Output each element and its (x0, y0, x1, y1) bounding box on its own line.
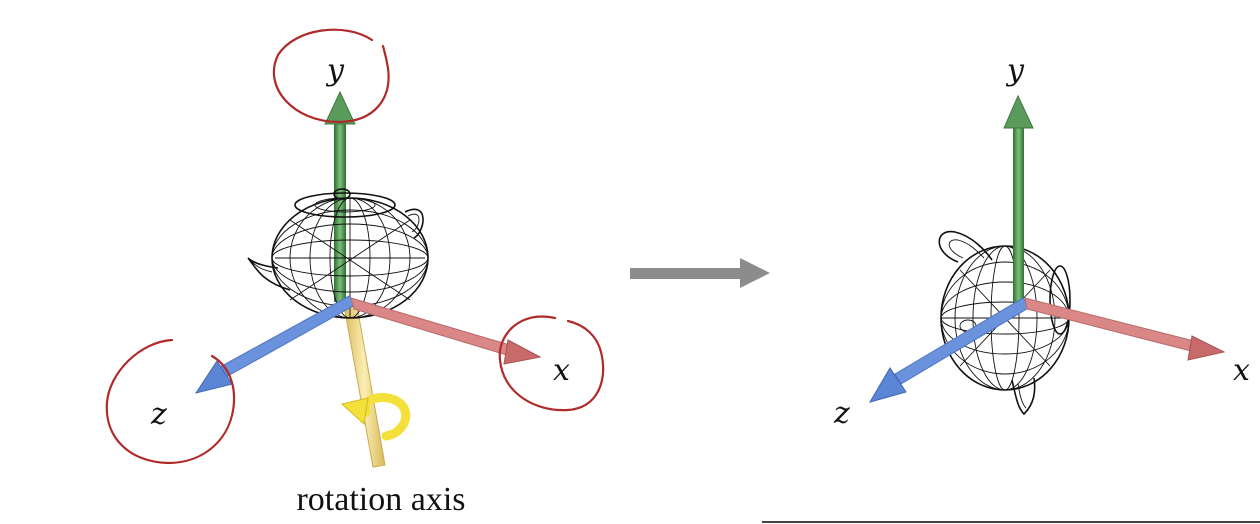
right-y-axis-arrow (1003, 94, 1034, 304)
left-x-label: x (553, 353, 570, 388)
rotated-teapot-wireframe (938, 230, 1071, 416)
right-z-axis-arrow (868, 297, 1031, 403)
transition-arrow (630, 258, 770, 288)
rotation-axis-caption: rotation axis (296, 481, 465, 518)
rotation-arrow-icon (340, 393, 411, 441)
right-z-label: z (833, 396, 850, 431)
z-axis-arrow (194, 295, 356, 394)
right-view: y x z (833, 53, 1250, 431)
y-axis-arrow (324, 90, 356, 302)
annotation-circles (105, 28, 605, 465)
rotation-axis-rod (342, 299, 386, 468)
x-axis-arrow (350, 297, 542, 365)
teapot-wireframe (247, 188, 429, 319)
x-annotation-circle (498, 315, 605, 412)
left-y-label: y (325, 53, 345, 88)
z-annotation-circle (105, 338, 236, 465)
right-y-label: y (1005, 53, 1025, 88)
y-annotation-circle (272, 28, 390, 124)
right-x-label: x (1233, 353, 1250, 388)
left-view: y x z rotation axis (105, 28, 605, 518)
left-z-label: z (150, 397, 167, 432)
right-x-axis-arrow (1024, 297, 1226, 361)
